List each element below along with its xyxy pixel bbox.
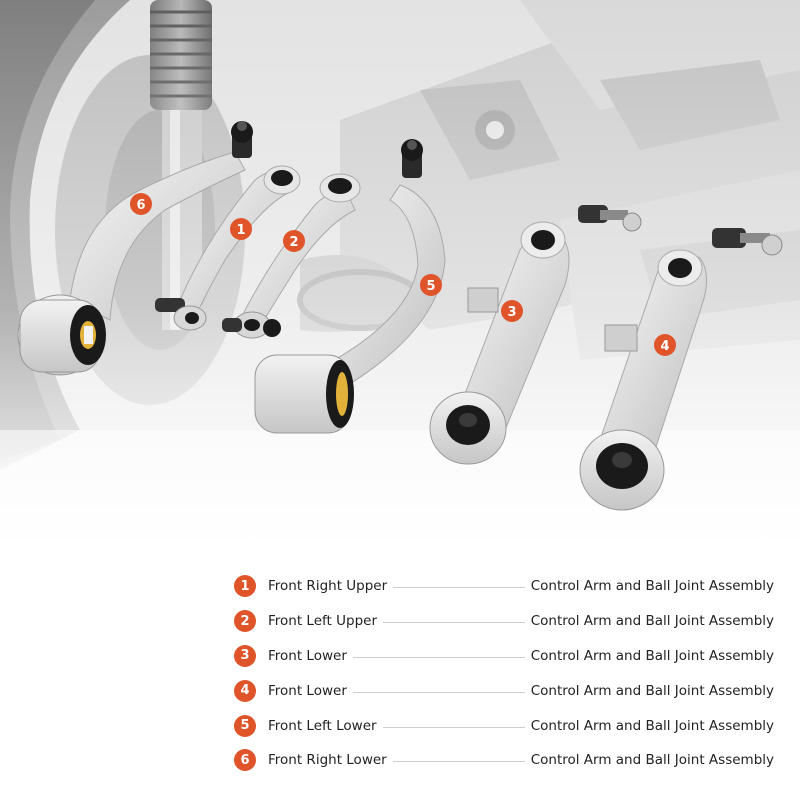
legend-divider	[352, 691, 525, 693]
legend-number: 4	[234, 679, 256, 702]
badge-3-text: 3	[507, 305, 516, 320]
legend-number: 3	[234, 644, 256, 667]
control-arm-5	[254, 139, 446, 434]
legend-description: Control Arm and Ball Joint Assembly	[530, 578, 774, 595]
legend-divider	[382, 726, 525, 728]
badge-4: 4	[654, 334, 676, 356]
legend-description: Control Arm and Ball Joint Assembly	[530, 682, 774, 699]
legend-description: Control Arm and Ball Joint Assembly	[530, 717, 774, 734]
legend-label: Front Left Lower	[268, 717, 377, 734]
badge-6-text: 6	[136, 198, 145, 213]
badge-5: 5	[420, 274, 442, 296]
legend-row: 6 Front Right Lower Control Arm and Ball…	[234, 743, 774, 778]
badge-2: 2	[283, 230, 305, 252]
legend-number: 2	[234, 610, 256, 633]
legend-label: Front Lower	[268, 682, 347, 699]
legend-description: Control Arm and Ball Joint Assembly	[530, 752, 774, 769]
control-arm-1	[155, 165, 301, 331]
legend-divider	[352, 656, 525, 658]
badge-1-text: 1	[236, 223, 245, 238]
legend-label: Front Right Upper	[268, 578, 388, 595]
parts-legend: 1 Front Right Upper Control Arm and Ball…	[234, 569, 774, 778]
legend-row: 4 Front Lower Control Arm and Ball Joint…	[234, 673, 774, 708]
legend-row: 5 Front Left Lower Control Arm and Ball …	[234, 708, 774, 743]
legend-divider	[392, 761, 525, 763]
badge-1: 1	[230, 218, 252, 240]
badge-2-text: 2	[289, 235, 298, 250]
control-arm-3	[429, 205, 642, 465]
legend-description: Control Arm and Ball Joint Assembly	[530, 613, 774, 630]
legend-number: 6	[234, 749, 256, 772]
control-arm-6	[17, 121, 253, 376]
legend-divider	[383, 622, 525, 624]
badge-6: 6	[130, 193, 152, 215]
control-arm-4	[579, 228, 783, 511]
legend-number: 5	[234, 714, 256, 737]
legend-description: Control Arm and Ball Joint Assembly	[530, 647, 774, 664]
badge-5-text: 5	[426, 279, 435, 294]
badge-4-text: 4	[660, 339, 669, 354]
legend-divider	[393, 587, 525, 589]
legend-label: Front Left Upper	[268, 613, 378, 630]
legend-row: 2 Front Left Upper Control Arm and Ball …	[234, 604, 774, 639]
legend-label: Front Right Lower	[268, 752, 387, 769]
legend-number: 1	[234, 575, 256, 598]
control-arm-2	[222, 173, 361, 339]
legend-row: 3 Front Lower Control Arm and Ball Joint…	[234, 639, 774, 674]
badge-3: 3	[501, 300, 523, 322]
legend-label: Front Lower	[268, 647, 347, 664]
legend-row: 1 Front Right Upper Control Arm and Ball…	[234, 569, 774, 604]
